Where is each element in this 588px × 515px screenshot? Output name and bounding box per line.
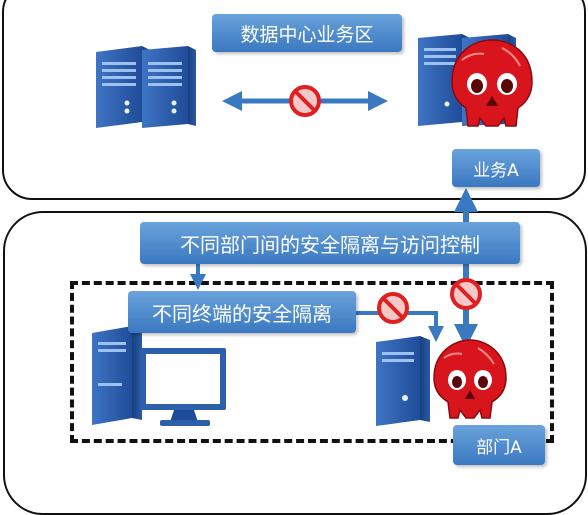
server-rack-icon xyxy=(96,46,150,128)
skull-icon xyxy=(451,39,533,127)
tower-pc-icon xyxy=(376,336,430,426)
no-entry-icon xyxy=(450,278,482,310)
no-entry-icon xyxy=(289,85,321,117)
inter-department-label: 不同部门间的安全隔离与访问控制 xyxy=(140,222,520,264)
diagram-graphics xyxy=(92,34,533,426)
datacenter-zone-label: 数据中心业务区 xyxy=(212,14,402,52)
no-entry-icon xyxy=(377,292,409,324)
server-rack-icon xyxy=(142,46,196,128)
department-a-boundary xyxy=(70,281,554,443)
desktop-computer-icon xyxy=(92,326,226,426)
business-a-label: 业务A xyxy=(452,149,540,187)
department-a-label: 部门A xyxy=(453,425,545,465)
terminal-isolation-label: 不同终端的安全隔离 xyxy=(128,291,356,333)
skull-icon xyxy=(433,339,507,419)
